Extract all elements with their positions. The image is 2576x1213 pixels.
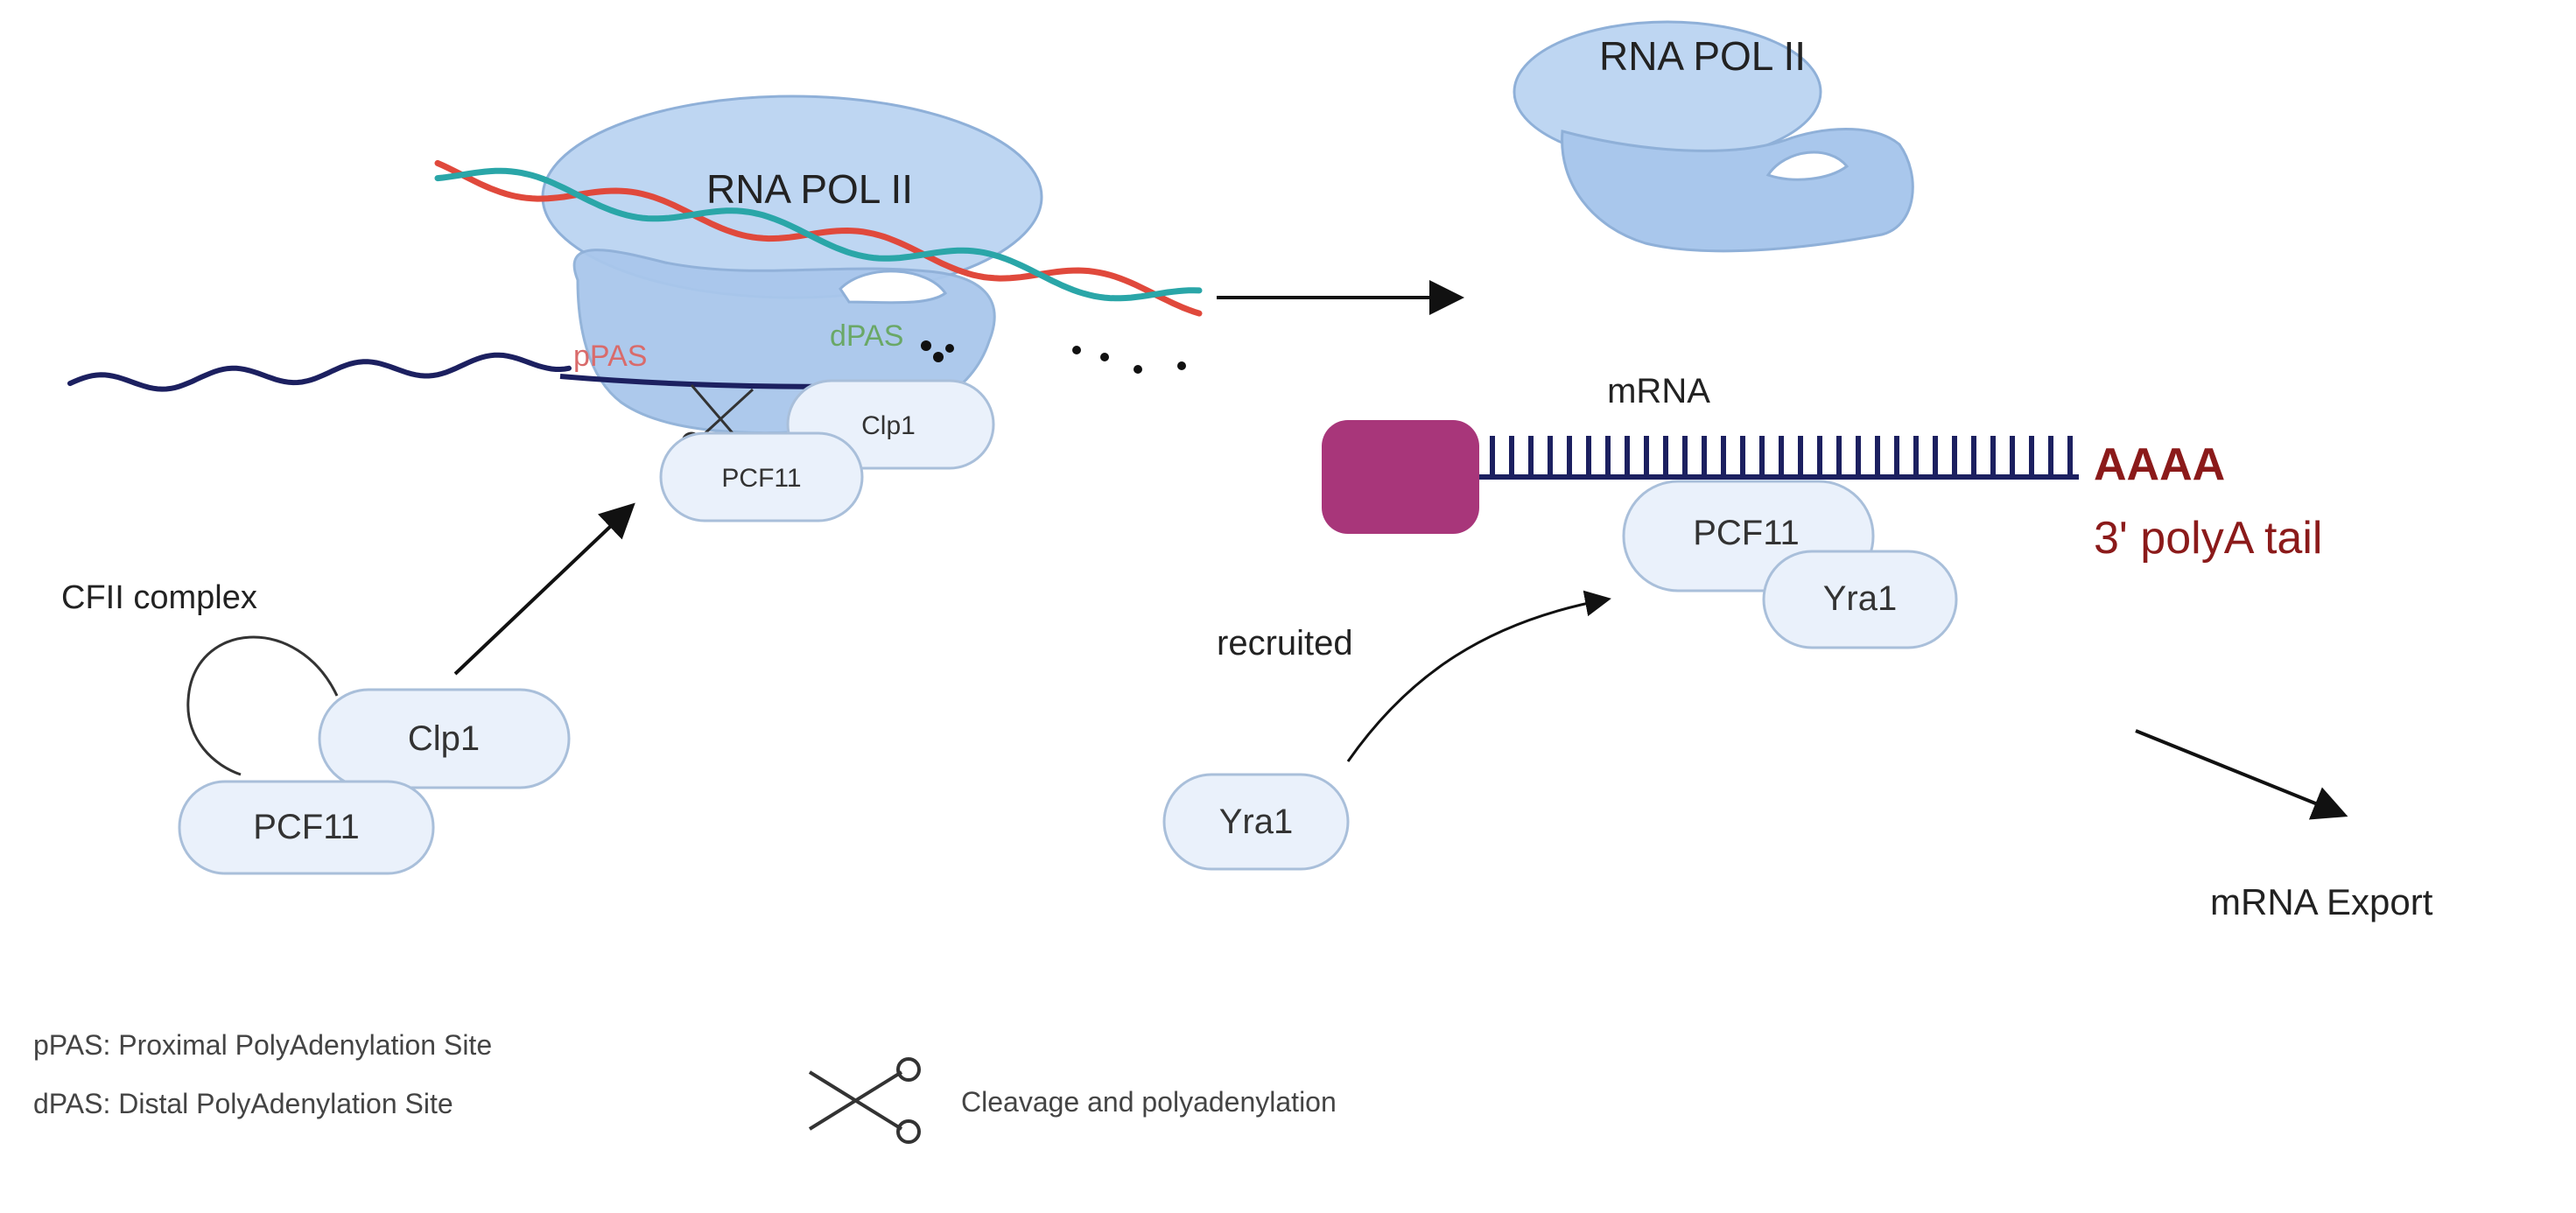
arrow-recruit [1346, 590, 1611, 762]
polya-tail-label: 3' polyA tail [2094, 513, 2322, 564]
legend-dpas: dPAS: Distal PolyAdenylation Site [33, 1088, 453, 1119]
cfii-bracket-arc [186, 635, 339, 776]
mrna-yra1: Yra1 [1762, 550, 1958, 649]
right-pol-label: RNA POL II [1599, 33, 1806, 79]
mrna-yra1-label: Yra1 [1823, 579, 1898, 618]
complex-clp1-label: Clp1 [861, 411, 916, 440]
free-yra1-label: Yra1 [1219, 803, 1294, 841]
cfii-clp1: Clp1 [318, 688, 571, 789]
cfii-pcf11: PCF11 [178, 780, 435, 875]
nascent-rna-strand [67, 352, 572, 392]
arrow-export [2135, 729, 2348, 820]
polya-tail-text: AAAA [2094, 439, 2225, 490]
arrow-cfii-to-complex [453, 502, 635, 676]
mrna-pcf11-label: PCF11 [1693, 514, 1800, 552]
export-label: mRNA Export [2210, 881, 2433, 922]
dna-helix [434, 159, 1203, 317]
complex-pcf11-label: PCF11 [721, 464, 801, 493]
free-yra1: Yra1 [1162, 773, 1350, 871]
mrna-label: mRNA [1607, 372, 1710, 410]
right-pol: RNA POL II [1513, 20, 1914, 253]
cfii-clp1-label: Clp1 [408, 719, 480, 758]
mrna-ticks [1490, 436, 2073, 477]
dots-near-dpas [921, 340, 954, 362]
dpas-label: dPAS [830, 319, 903, 353]
cfii-label: CFII complex [61, 579, 257, 616]
legend-ppas: pPAS: Proximal PolyAdenylation Site [33, 1029, 492, 1061]
scattered-dots [1072, 346, 1186, 374]
mrna-5-cap [1322, 420, 1479, 534]
left-pol-label: RNA POL II [706, 166, 913, 212]
ppas-label: pPAS [573, 340, 647, 373]
legend-scissors: Cleavage and polyadenylation [961, 1086, 1337, 1118]
legend-scissors-icon [808, 1057, 921, 1144]
complex-pcf11: PCF11 [659, 431, 864, 522]
cfii-pcf11-label: PCF11 [253, 808, 360, 846]
recruited-label: recruited [1217, 624, 1353, 663]
